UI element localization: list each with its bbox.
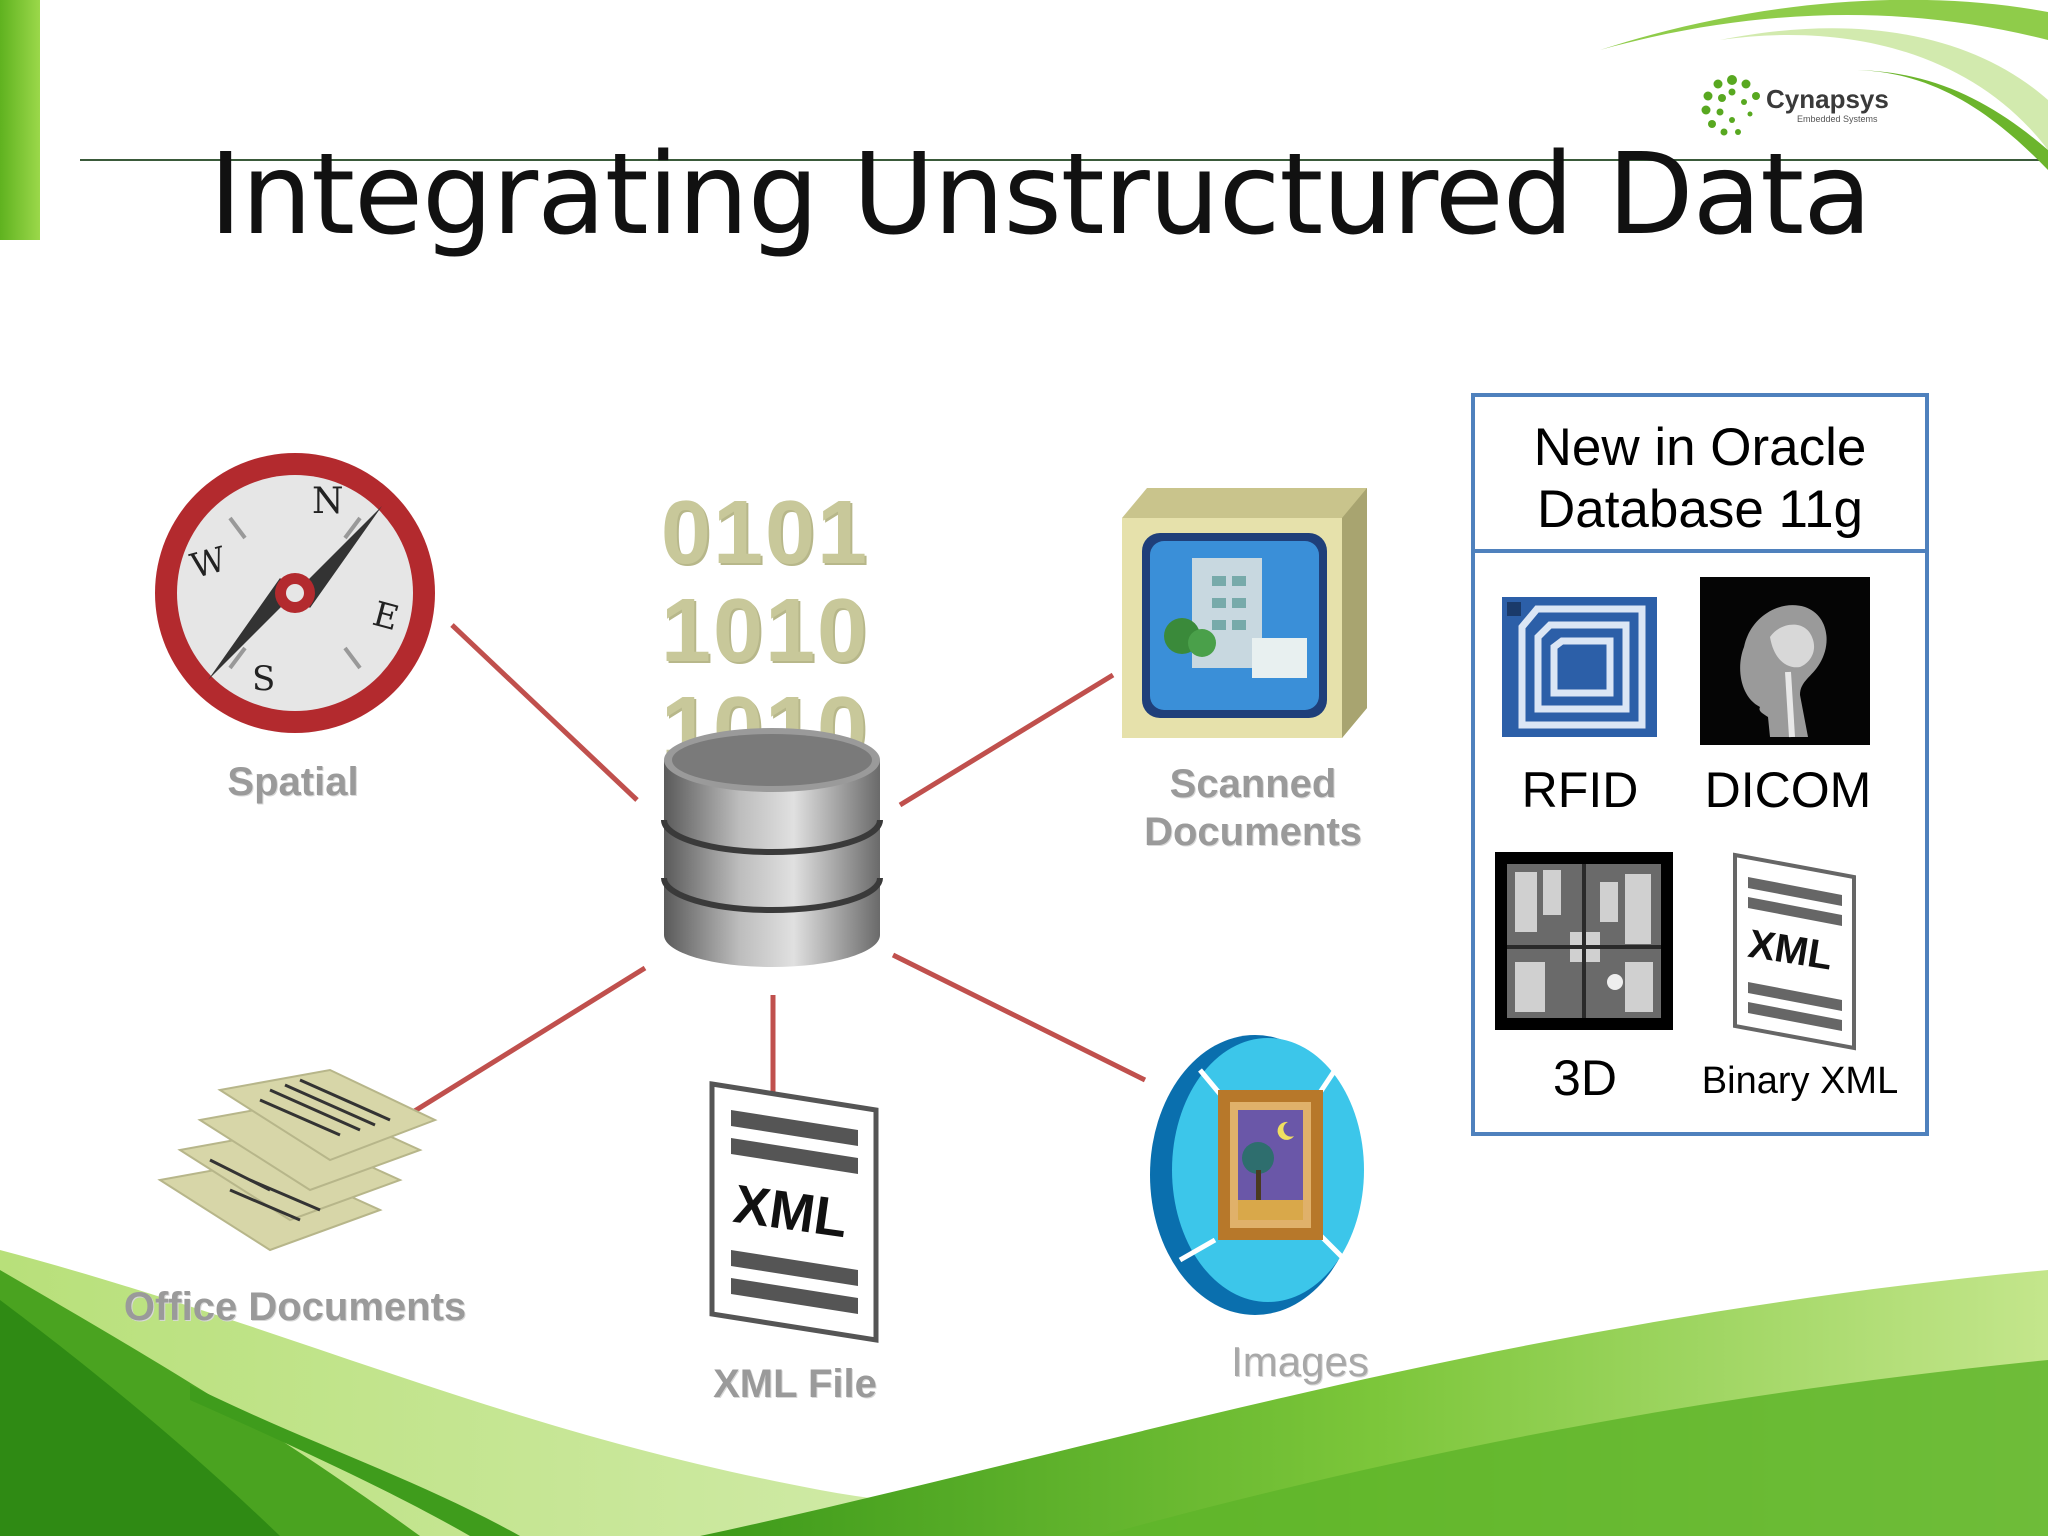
feature-label-dicom: DICOM (1704, 762, 1872, 818)
new-features-title: New in Oracle Database 11g (1475, 417, 1925, 541)
images-icon (1150, 1035, 1364, 1315)
compass-letter-n: N (312, 481, 344, 522)
panel-divider (1475, 549, 1925, 553)
compass-letter-s: S (252, 659, 275, 699)
label-scanned-documents: Scanned Documents (1108, 760, 1398, 856)
office-documents-icon (157, 1068, 438, 1252)
left-accent-bar (0, 0, 40, 240)
label-spatial: Spatial (227, 760, 359, 804)
label-scanned-line1: Scanned (1169, 762, 1337, 806)
xml-file-icon: XML (709, 1081, 879, 1343)
brand-name: Cynapsys (1766, 84, 1889, 114)
scanned-documents-icon (1122, 488, 1367, 738)
label-xml-file: XML File (713, 1362, 877, 1406)
database-icon (661, 728, 883, 967)
label-images: Images (1231, 1338, 1369, 1385)
rfid-icon (1502, 597, 1657, 737)
feature-label-binary-xml: Binary XML (1701, 1060, 1899, 1102)
new-features-panel: New in Oracle Database 11g RFID DICOM (1471, 393, 1929, 1136)
feature-label-3d: 3D (1553, 1050, 1617, 1106)
dicom-icon (1700, 577, 1870, 745)
binary-line: 0101 (660, 483, 870, 583)
label-office-documents: Office Documents (123, 1285, 467, 1329)
top-right-swoosh (1600, 0, 2048, 50)
binary-xml-icon: XML (1733, 852, 1856, 1051)
compass-icon: N W E S (155, 453, 435, 733)
new-features-title-line1: New in Oracle (1533, 418, 1867, 477)
cynapsys-logo-icon (1701, 75, 1760, 136)
connector-lines (411, 623, 1147, 1115)
label-scanned-line2: Documents (1144, 810, 1362, 854)
brand-tagline: Embedded Systems (1797, 114, 1878, 124)
binary-line: 1010 (660, 581, 870, 681)
new-features-title-line2: Database 11g (1536, 480, 1864, 539)
feature-label-rfid: RFID (1521, 762, 1639, 818)
3d-icon (1495, 852, 1673, 1030)
page-title: Integrating Unstructured Data (209, 130, 1872, 260)
